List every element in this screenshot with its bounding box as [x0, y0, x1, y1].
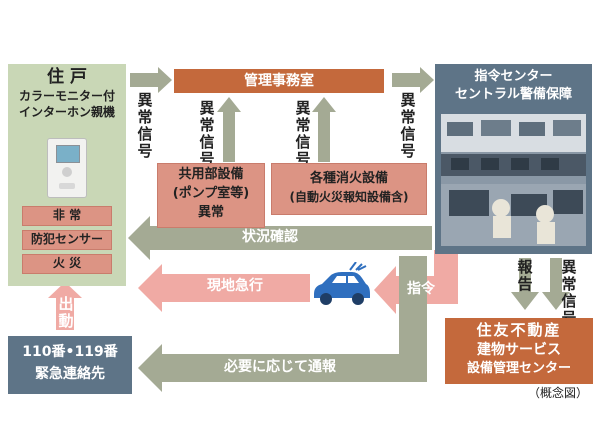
command-label: 指令 [407, 281, 435, 297]
common-equipment-line3: 異常 [197, 205, 224, 220]
control-room-photo [441, 114, 586, 246]
patrol-car-icon [314, 262, 370, 305]
fire-equipment-line2: (自動火災報知設備含) [289, 190, 409, 204]
abnormal-signal-label-3: 異常信号 [295, 99, 311, 168]
intercom-screen [56, 145, 80, 163]
intercom-device [47, 138, 87, 198]
command-center-title: 指令センター [474, 69, 553, 84]
report-as-needed-label: 必要に応じて通報 [224, 359, 336, 375]
caption: （概念図） [527, 386, 588, 400]
emergency-contact-line2: 緊急連絡先 [35, 366, 105, 382]
arrow-common-up [217, 97, 241, 162]
arrow-report-down [511, 258, 539, 310]
sumitomo-line2: 建物サービス [477, 342, 561, 358]
common-equipment-box: 共用部設備 (ポンプ室等) 異常 [157, 163, 265, 228]
abnormal-signal-label-1: 異常信号 [137, 91, 153, 160]
fire-equipment-box: 各種消火設備 (自動火災報知設備含) [271, 163, 427, 215]
sumitomo-line1: 住友不動産 [476, 321, 562, 339]
security-sensor-button[interactable]: 防犯センサー [22, 230, 112, 250]
common-equipment-line2: (ポンプ室等) [172, 186, 250, 201]
emergency-button[interactable]: 非 常 [22, 206, 112, 226]
arrow-office-to-center [392, 67, 434, 93]
intercom-speaker-icon [62, 167, 72, 177]
residence-title: 住 戸 [47, 67, 87, 87]
sumitomo-box: 住友不動産 建物サービス 設備管理センター [445, 318, 593, 384]
residence-subtitle-1: カラーモニター付 [18, 89, 115, 103]
arrow-abnormal-down [542, 258, 570, 310]
status-check-label: 状況確認 [242, 229, 298, 245]
abnormal-signal-label-5: 異常信号 [561, 258, 577, 327]
residence-subtitle-2: インターホン親機 [18, 105, 115, 119]
arrow-rush [138, 264, 310, 312]
command-center-subtitle: セントラル警備保障 [454, 87, 572, 102]
management-office-box: 管理事務室 [174, 69, 384, 93]
report-label: 報告 [517, 258, 533, 293]
abnormal-signal-label-4: 異常信号 [400, 91, 416, 160]
arrow-report-as-needed [138, 256, 427, 392]
command-center-box: 指令センター セントラル警備保障 [435, 64, 592, 254]
fire-button[interactable]: 火 災 [22, 254, 112, 274]
emergency-contact-box: 110番•119番 緊急連絡先 [8, 336, 132, 394]
arrow-dispatch-up [48, 282, 82, 330]
arrow-residence-to-office [130, 67, 172, 93]
dispatch-label: 出動 [58, 295, 74, 330]
rush-label: 現地急行 [207, 278, 263, 294]
intercom-key-icon [59, 183, 75, 189]
common-equipment-line1: 共用部設備 [178, 167, 244, 182]
sumitomo-line3: 設備管理センター [466, 361, 571, 376]
fire-equipment-line1: 各種消火設備 [309, 171, 388, 186]
abnormal-signal-label-2: 異常信号 [199, 99, 215, 168]
arrow-fire-up [312, 97, 336, 162]
residence-box: 住 戸 カラーモニター付 インターホン親機 非 常 防犯センサー 火 災 [8, 64, 126, 286]
emergency-contact-line1: 110番•119番 [22, 344, 118, 360]
